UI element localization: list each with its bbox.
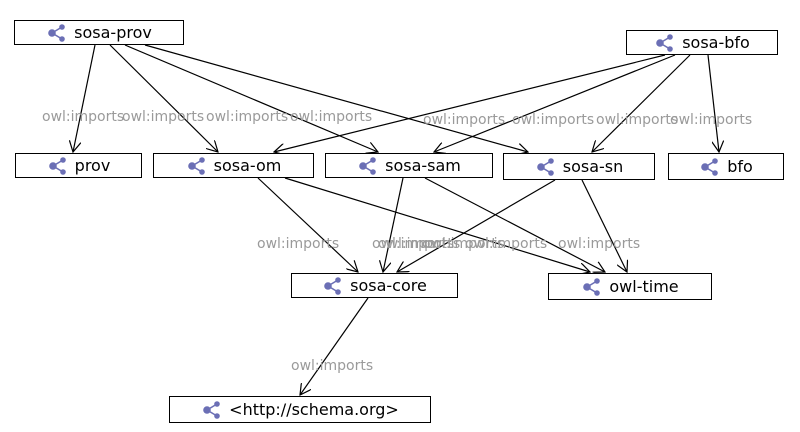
ontology-graph-icon — [359, 156, 376, 175]
edge-sosa-core-to-schema-org — [300, 297, 369, 395]
node-owl-time[interactable]: owl-time — [548, 273, 712, 300]
node-label: sosa-core — [350, 276, 427, 295]
node-prov[interactable]: prov — [15, 153, 142, 178]
node-sosa-core[interactable]: sosa-core — [291, 273, 458, 298]
ontology-graph-icon — [48, 156, 66, 175]
node-schema-org[interactable]: <http://schema.org> — [169, 396, 431, 423]
edge-label: owl:imports — [372, 236, 454, 252]
edge-label: owl:imports — [465, 236, 547, 252]
edge-sosa-sn-to-owl-time — [581, 179, 627, 272]
node-label: <http://schema.org> — [229, 400, 399, 419]
edge-sosa-bfo-to-sosa-om — [274, 54, 666, 152]
edge-label: owl:imports — [670, 112, 752, 128]
ontology-graph-icon — [701, 157, 719, 176]
edge-sosa-bfo-to-sosa-sam — [434, 54, 676, 152]
ontology-graph-icon — [187, 156, 205, 175]
edge-label: owl:imports — [122, 109, 204, 125]
node-label: sosa-sam — [385, 156, 461, 175]
ontology-graph-icon — [48, 23, 65, 42]
ontology-graph-icon — [656, 33, 673, 52]
edge-sosa-bfo-to-bfo — [707, 54, 719, 152]
edge-sosa-prov-to-prov — [73, 44, 96, 152]
ontology-graph-icon — [203, 400, 220, 419]
edge-sosa-sam-to-owl-time — [424, 177, 605, 272]
edge-label: owl:imports — [512, 112, 594, 128]
ontology-graph-icon — [324, 276, 341, 295]
edge-sosa-om-to-sosa-core — [257, 177, 358, 272]
node-label: sosa-om — [213, 156, 282, 175]
node-sosa-sam[interactable]: sosa-sam — [325, 153, 493, 178]
edge-label: owl:imports — [206, 109, 288, 125]
edge-label: owl:imports — [378, 236, 460, 252]
node-label: sosa-sn — [562, 157, 624, 176]
edge-sosa-sam-to-sosa-core — [383, 177, 404, 272]
node-sosa-prov[interactable]: sosa-prov — [14, 20, 184, 45]
node-label: bfo — [727, 157, 753, 176]
node-label: prov — [74, 156, 111, 175]
edge-label: owl:imports — [422, 236, 504, 252]
edge-sosa-sn-to-sosa-core — [397, 179, 556, 272]
node-sosa-om[interactable]: sosa-om — [153, 153, 314, 178]
ontology-graph-icon — [536, 157, 554, 176]
edge-label: owl:imports — [42, 109, 124, 125]
edge-sosa-prov-to-sosa-sam — [124, 44, 378, 152]
edge-label: owl:imports — [596, 112, 678, 128]
node-label: sosa-bfo — [682, 33, 750, 52]
edge-label: owl:imports — [257, 236, 339, 252]
edge-sosa-om-to-owl-time — [284, 177, 590, 272]
edge-label: owl:imports — [291, 358, 373, 374]
node-bfo[interactable]: bfo — [668, 153, 784, 180]
node-sosa-bfo[interactable]: sosa-bfo — [626, 30, 778, 55]
edge-label: owl:imports — [558, 236, 640, 252]
edge-sosa-prov-to-sosa-sn — [144, 44, 528, 152]
node-sosa-sn[interactable]: sosa-sn — [503, 153, 655, 180]
edge-sosa-prov-to-sosa-om — [109, 44, 218, 152]
edge-sosa-bfo-to-sosa-sn — [592, 54, 691, 152]
edge-label: owl:imports — [290, 109, 372, 125]
node-label: sosa-prov — [74, 23, 152, 42]
ontology-graph-icon — [583, 277, 601, 296]
edge-label: owl:imports — [423, 112, 505, 128]
node-label: owl-time — [609, 277, 679, 296]
